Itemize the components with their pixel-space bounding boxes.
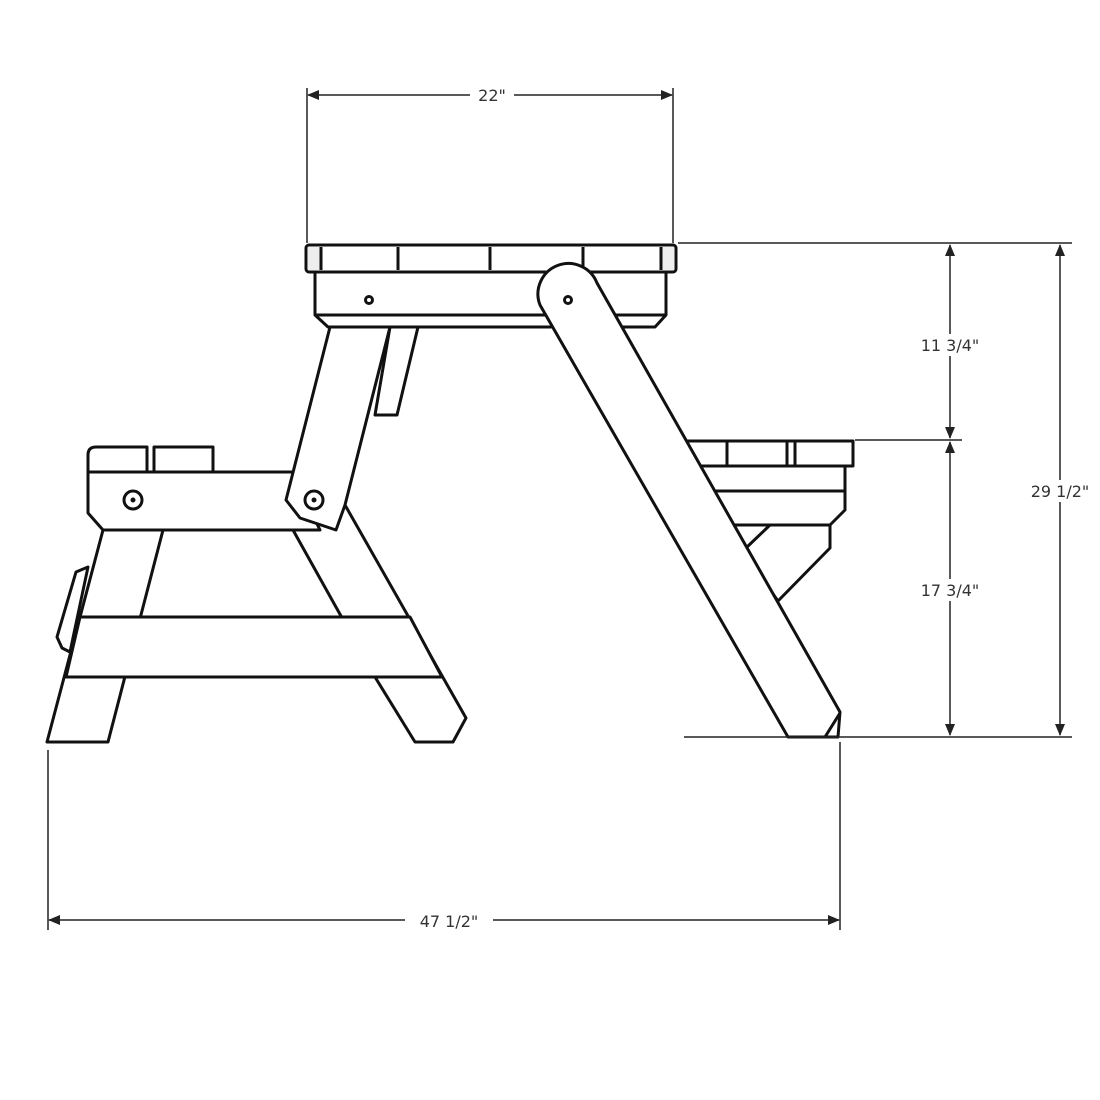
dim-total-height: 29 1/2" [1031, 482, 1090, 501]
bolt-icon [364, 295, 374, 305]
cross-brace [64, 615, 444, 679]
seat-plank-2 [152, 445, 215, 474]
bolt-icon [563, 295, 573, 305]
left-bench [45, 445, 468, 744]
seat-frame [86, 470, 322, 532]
table-leg-left [284, 325, 392, 532]
dim-table-above-seat: 11 3/4" [921, 336, 980, 355]
dim-top-width: 22" [478, 86, 506, 105]
seat-plank-1 [86, 445, 149, 474]
dim-total-length: 47 1/2" [420, 912, 479, 931]
bench-hook [55, 565, 90, 654]
dimensions: 22" 11 3/4" 17 3/4" 29 1/2" 47 1/2" [47, 85, 1100, 932]
dim-seat-height: 17 3/4" [921, 581, 980, 600]
table-leg-diagonal [536, 261, 842, 739]
right-seat-planks [683, 439, 855, 468]
table-strap [373, 325, 420, 417]
tabletop [304, 243, 678, 329]
